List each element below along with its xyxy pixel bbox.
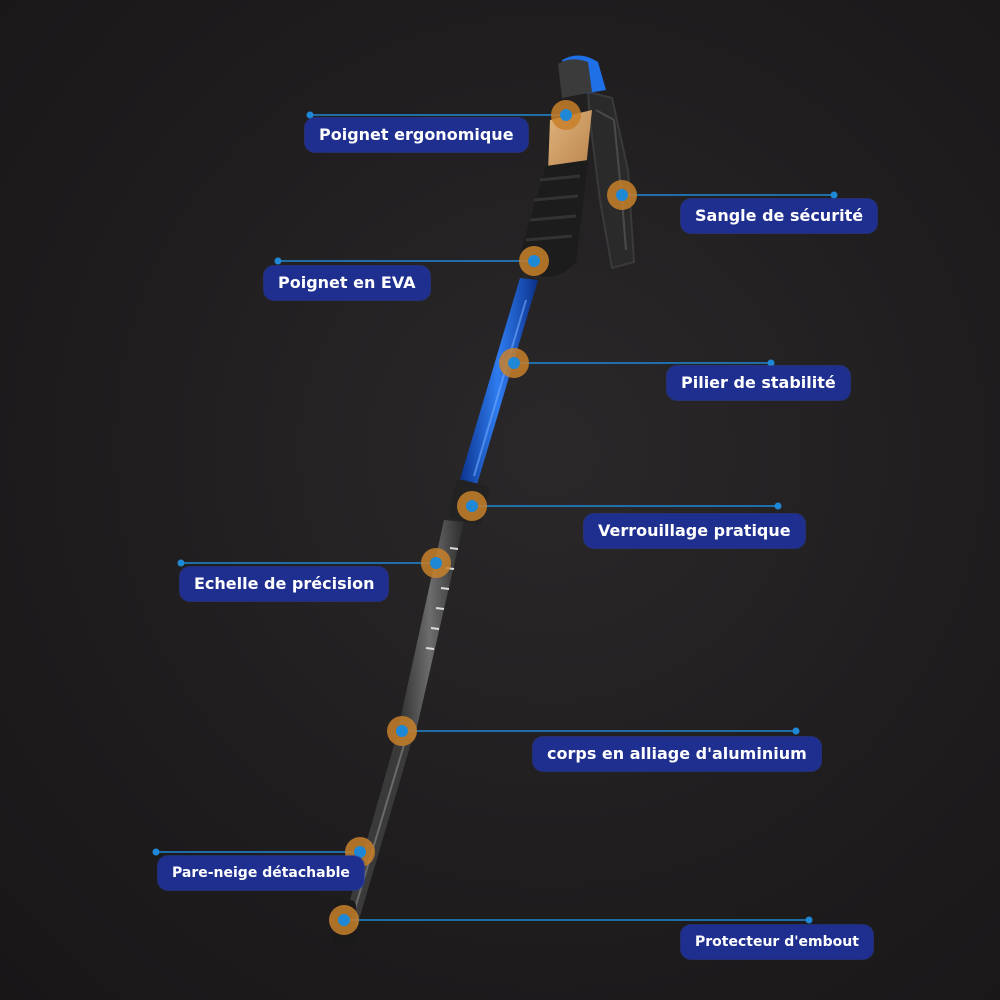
callout-corps-alliage: corps en alliage d'aluminium [533,737,821,771]
marker-echelle [421,548,451,578]
marker-embout [329,905,359,935]
callout-echelle-de-precision: Echelle de précision [180,567,389,601]
callout-poignet-ergonomique: Poignet ergonomique [305,118,528,152]
callout-sangle-de-securite: Sangle de sécurité [681,199,878,233]
feature-markers [329,100,637,935]
marker-sangle [607,180,637,210]
marker-pilier [499,348,529,378]
callout-pilier-de-stabilite: Pilier de stabilité [667,366,850,400]
leader-endpoints [152,111,838,924]
grey-middle-section [396,520,464,740]
blue-upper-section [458,278,538,488]
leader-lines [156,114,834,921]
marker-corps [387,716,417,746]
callout-pare-neige: Pare-neige détachable [158,856,364,890]
marker-eva [519,246,549,276]
marker-verrouillage [457,491,487,521]
callout-verrouillage-pratique: Verrouillage pratique [584,514,805,548]
wrist-strap [586,90,636,270]
callout-protecteur-embout: Protecteur d'embout [681,925,873,959]
callout-poignet-en-eva: Poignet en EVA [264,266,430,300]
marker-poignet-ergonomique [551,100,581,130]
